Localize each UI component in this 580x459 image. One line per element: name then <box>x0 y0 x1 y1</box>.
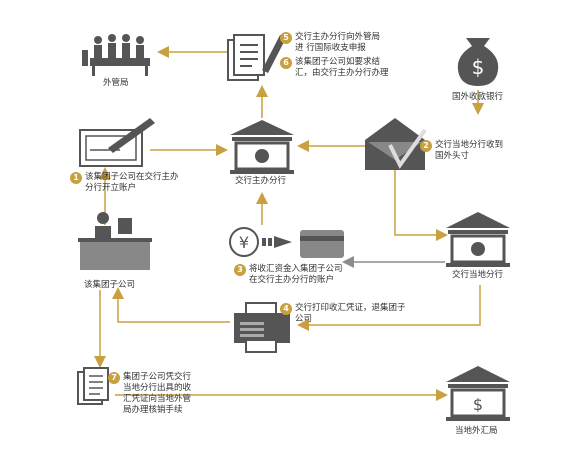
step-text: 将收汇资金入集团子公司 <box>249 264 343 274</box>
printer-icon <box>234 302 290 353</box>
step-text: 国外头寸 <box>435 151 470 161</box>
svg-text:¥: ¥ <box>239 233 249 252</box>
document-pen-icon <box>227 34 286 81</box>
arrow-local-to-printer <box>297 285 481 331</box>
checkbook-icon <box>79 118 155 167</box>
step-number: 4 <box>280 303 292 315</box>
step-6: 6 该集团子公司如要求结汇，由交行主办分行办理 <box>280 57 389 79</box>
node-main-branch: 交行主办分行 <box>235 176 287 186</box>
step-number: 6 <box>280 57 292 69</box>
step-number: 5 <box>280 32 292 44</box>
step-number: 3 <box>234 264 246 276</box>
main-branch-bank-icon <box>230 120 294 174</box>
step-5: 5 交行主办分行向外管局进 行国际收支申报 <box>280 32 380 54</box>
step-text: 汇，由交行主办分行办理 <box>295 68 389 78</box>
arrow-envelope-to-local <box>394 170 448 241</box>
node-local-forex: 当地外汇局 <box>455 426 498 436</box>
svg-text:$: $ <box>473 395 483 414</box>
step-7: 7 集团子公司凭交行当地分行出具的收汇凭证向当地外管局办理核销手续 <box>108 372 191 416</box>
step-3: 3 将收汇资金入集团子公司在交行主办分行的账户 <box>234 264 343 286</box>
step-text: 公司 <box>295 314 313 324</box>
node-subsidiary: 该集团子公司 <box>84 280 136 290</box>
step-text: 交行打印收汇凭证，退集团子 <box>295 303 406 313</box>
svg-text:$: $ <box>472 55 485 79</box>
office-worker-icon <box>78 212 152 270</box>
forex-bureau-bank-icon: $ <box>446 366 510 421</box>
arrow-printer-to-sub <box>112 287 230 323</box>
currency-icon: ¥ <box>229 227 292 257</box>
node-foreign-bank: 国外收款银行 <box>452 92 504 102</box>
node-local-branch: 交行当地分行 <box>452 270 504 280</box>
step-text: 汇凭证向当地外管 <box>123 394 192 404</box>
bank-card-icon <box>300 230 344 258</box>
step-1: 1 该集团子公司在交行主办分行开立账户 <box>70 172 179 194</box>
step-text: 集团子公司凭交行 <box>123 372 192 382</box>
local-branch-bank-icon <box>446 212 510 267</box>
step-text: 局办理核销手续 <box>123 405 183 415</box>
step-text: 分行开立账户 <box>85 183 137 193</box>
meeting-people-icon <box>82 34 150 76</box>
step-text: 交行当地分行收到 <box>435 140 504 150</box>
step-text: 进 行国际收支申报 <box>295 43 366 53</box>
step-text: 该集团子公司如要求结 <box>295 57 381 67</box>
step-text: 交行主办分行向外管局 <box>295 32 381 42</box>
step-4: 4 交行打印收汇凭证，退集团子公司 <box>280 303 406 325</box>
documents-icon <box>77 367 109 405</box>
step-number: 2 <box>420 140 432 152</box>
envelope-icon <box>365 118 427 170</box>
step-text: 当地分行出具的收 <box>123 383 192 393</box>
money-bag-icon: $ <box>457 38 499 86</box>
node-waiguanju: 外管局 <box>103 78 129 88</box>
step-number: 7 <box>108 372 120 384</box>
step-text: 在交行主办分行的账户 <box>249 275 335 285</box>
step-2: 2 交行当地分行收到国外头寸 <box>420 140 503 162</box>
step-number: 1 <box>70 172 82 184</box>
step-text: 该集团子公司在交行主办 <box>85 172 179 182</box>
